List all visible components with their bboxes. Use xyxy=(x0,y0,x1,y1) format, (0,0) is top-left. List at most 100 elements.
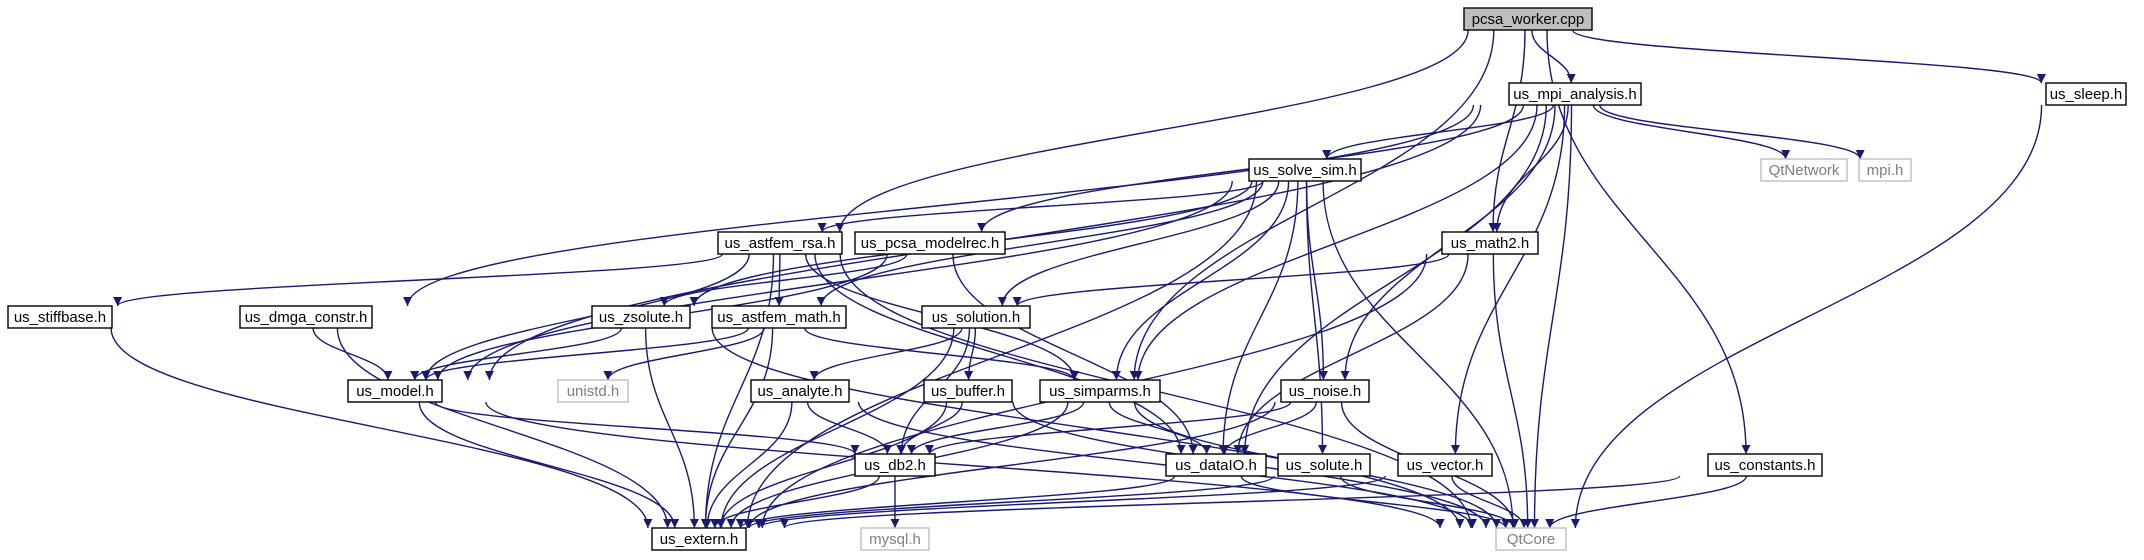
node-label: us_noise.h xyxy=(1289,383,1362,400)
node-us-vector[interactable]: us_vector.h xyxy=(1397,453,1493,477)
node-box xyxy=(651,527,747,551)
node-label: us_mpi_analysis.h xyxy=(1513,86,1636,103)
edge-us_astfem_math-to-us_model xyxy=(421,327,749,381)
node-box xyxy=(2045,82,2127,106)
node-label: us_sleep.h xyxy=(2050,86,2123,103)
edge-us_mpi_analysis-to-us_vector xyxy=(1450,104,1566,455)
edge-pcsa_worker-to-us_sleep xyxy=(1571,29,2046,84)
edge-pcsa_worker-to-us_math2 xyxy=(1488,29,1526,233)
node-us-db2[interactable]: us_db2.h xyxy=(854,453,936,477)
edge-us_dmga_constr-to-us_model xyxy=(312,327,393,381)
node-label: us_math2.h xyxy=(1451,235,1529,252)
edge-us_constants-to-QtCore xyxy=(1545,475,1747,529)
node-box xyxy=(1248,158,1362,182)
edge-us_buffer-to-us_db2 xyxy=(896,401,963,455)
edge-us_model-to-us_db2 xyxy=(434,401,860,455)
node-label: us_dmga_constr.h xyxy=(245,309,368,326)
node-us-stiffbase[interactable]: us_stiffbase.h xyxy=(7,305,113,329)
edge-us_math2-to-QtCore xyxy=(1492,253,1533,529)
node-us-astfem-rsa[interactable]: us_astfem_rsa.h xyxy=(717,231,843,255)
node-label: mysql.h xyxy=(869,531,921,548)
node-label: us_astfem_rsa.h xyxy=(725,235,836,252)
node-box xyxy=(1039,379,1161,403)
node-label: us_extern.h xyxy=(660,531,738,548)
node-label: us_buffer.h xyxy=(931,383,1005,400)
node-label: us_stiffbase.h xyxy=(14,309,106,326)
edge-us_solve_sim-to-us_simparms xyxy=(1111,180,1290,381)
edge-pcsa_worker-to-us_astfem_rsa xyxy=(835,29,1469,233)
edge-us_astfem_rsa-to-us_dataIO xyxy=(814,253,1186,455)
edge-us_mpi_analysis-to-us_dmga_constr xyxy=(403,104,1475,307)
node-box xyxy=(1397,453,1493,477)
edge-us_dataIO-to-QtCore xyxy=(1240,475,1511,529)
node-mpi: mpi.h xyxy=(1858,158,1912,182)
edge-us_astfem_rsa-to-us_astfem_math xyxy=(774,253,784,307)
node-pcsa-worker: pcsa_worker.cpp xyxy=(1463,7,1593,31)
node-box xyxy=(1441,231,1539,255)
edge-us_mpi_analysis-to-us_math2 xyxy=(1492,104,1569,233)
node-us-constants[interactable]: us_constants.h xyxy=(1707,453,1823,477)
edge-us_dmga_constr-to-us_extern xyxy=(336,327,673,529)
node-box xyxy=(1858,158,1912,182)
edge-us_solute-to-us_extern xyxy=(744,475,1275,529)
node-box xyxy=(557,379,629,403)
edge-us_mpi_analysis-to-QtCore xyxy=(1530,104,1573,529)
node-box xyxy=(854,231,1006,255)
node-us-zsolute[interactable]: us_zsolute.h xyxy=(591,305,691,329)
node-box xyxy=(239,305,373,329)
edge-us_noise-to-us_dataIO xyxy=(1220,401,1317,455)
edge-us_model-to-QtCore xyxy=(485,401,1445,529)
node-label: us_vector.h xyxy=(1407,457,1484,474)
edge-us_solve_sim-to-QtCore xyxy=(1322,180,1518,529)
edge-us_solution-to-us_extern xyxy=(716,327,955,529)
node-us-solution[interactable]: us_solution.h xyxy=(921,305,1031,329)
node-us-dmga-constr[interactable]: us_dmga_constr.h xyxy=(239,305,373,329)
edge-us_solve_sim-to-us_solute xyxy=(1305,180,1327,455)
node-label: us_constants.h xyxy=(1715,457,1816,474)
edge-us_constants-to-us_extern xyxy=(780,475,1681,529)
node-label: us_db2.h xyxy=(864,457,926,474)
edge-us_analyte-to-us_extern xyxy=(702,401,793,529)
node-us-solute[interactable]: us_solute.h xyxy=(1277,453,1371,477)
node-us-extern[interactable]: us_extern.h xyxy=(651,527,747,551)
node-box xyxy=(591,305,691,329)
node-layer: pcsa_worker.cpp us_mpi_analysis.h us_sleep… xyxy=(7,7,2127,551)
node-label: us_simparms.h xyxy=(1049,383,1151,400)
node-us-buffer[interactable]: us_buffer.h xyxy=(923,379,1013,403)
node-us-math2[interactable]: us_math2.h xyxy=(1441,231,1539,255)
node-box xyxy=(923,379,1013,403)
node-box xyxy=(347,379,443,403)
edge-us_mpi_analysis-to-us_simparms xyxy=(1133,104,1538,381)
edge-us_astfem_rsa-to-us_extern xyxy=(701,253,775,529)
node-us-analyte[interactable]: us_analyte.h xyxy=(750,379,850,403)
node-label: us_astfem_math.h xyxy=(717,309,840,326)
node-us-dataIO[interactable]: us_dataIO.h xyxy=(1165,453,1267,477)
node-label: pcsa_worker.cpp xyxy=(1472,11,1585,28)
edge-us_noise-to-us_db2 xyxy=(925,401,1292,455)
edge-us_pcsa_modelrec-to-us_dataIO xyxy=(952,253,1198,455)
node-us-pcsa-modelrec[interactable]: us_pcsa_modelrec.h xyxy=(854,231,1006,255)
node-box xyxy=(750,379,850,403)
node-us-sleep[interactable]: us_sleep.h xyxy=(2045,82,2127,106)
edge-us_noise-to-us_extern xyxy=(744,401,1276,529)
node-us-simparms[interactable]: us_simparms.h xyxy=(1039,379,1161,403)
node-box xyxy=(1165,453,1267,477)
node-us-astfem-math[interactable]: us_astfem_math.h xyxy=(711,305,847,329)
edge-us_vector-to-QtCore xyxy=(1451,475,1529,529)
node-label: us_solute.h xyxy=(1286,457,1363,474)
edge-us_simparms-to-us_dataIO xyxy=(1108,401,1212,455)
node-unistd: unistd.h xyxy=(557,379,629,403)
edge-pcsa_worker-to-us_mpi_analysis xyxy=(1531,29,1576,84)
node-label: unistd.h xyxy=(567,383,620,400)
node-box xyxy=(717,231,843,255)
edge-us_solve_sim-to-us_dataIO xyxy=(1218,180,1299,455)
node-us-noise[interactable]: us_noise.h xyxy=(1280,379,1370,403)
edge-us_zsolute-to-us_extern xyxy=(644,327,699,529)
node-us-solve-sim[interactable]: us_solve_sim.h xyxy=(1248,158,1362,182)
node-us-mpi-analysis[interactable]: us_mpi_analysis.h xyxy=(1508,82,1642,106)
edge-us_db2-to-us_extern xyxy=(710,475,880,529)
edge-us_astfem_math-to-us_extern xyxy=(700,327,774,529)
node-us-model[interactable]: us_model.h xyxy=(347,379,443,403)
node-label: us_model.h xyxy=(356,383,434,400)
node-box xyxy=(1707,453,1823,477)
